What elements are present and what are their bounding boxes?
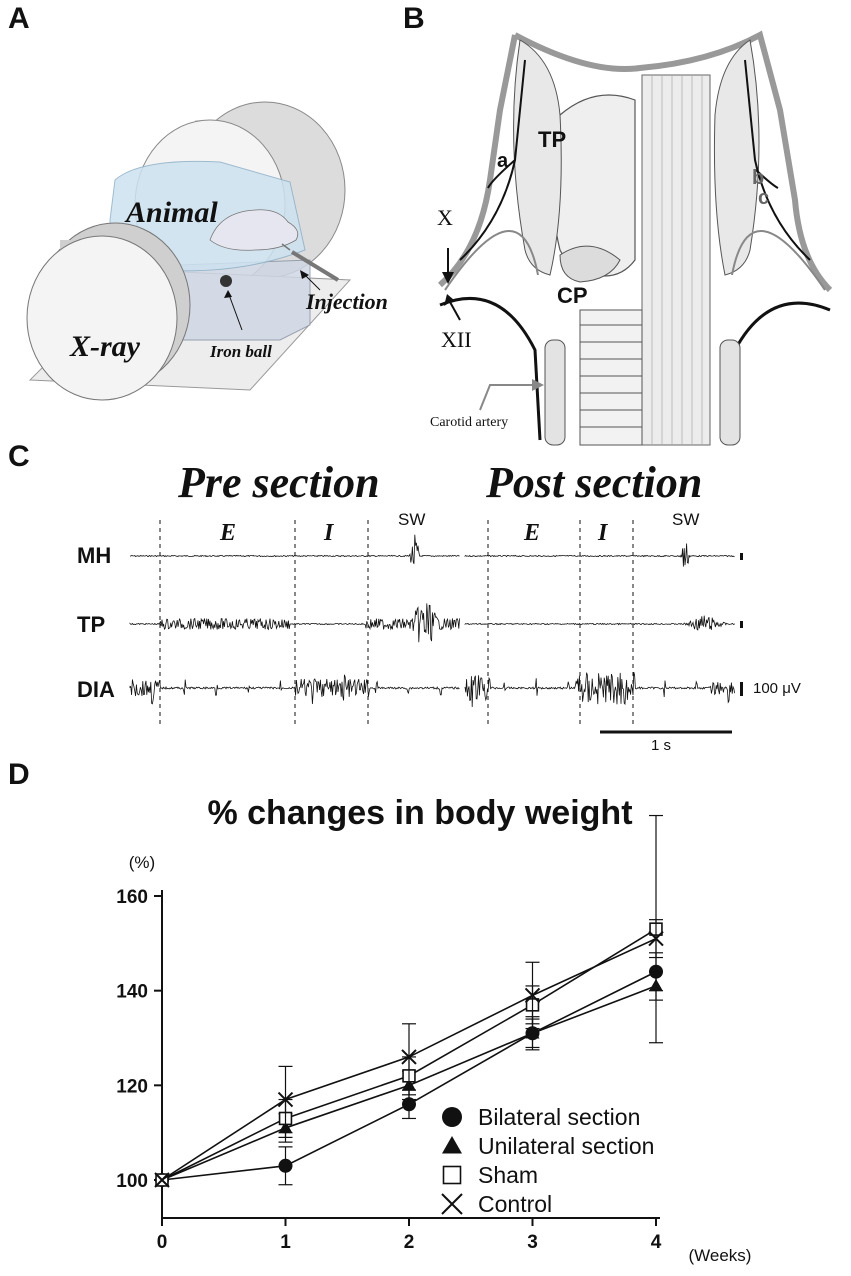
x-tick-label: 1 [280,1232,291,1253]
data-point-cross [648,930,664,947]
xray-setup-illustration [26,101,352,401]
x-axis-unit-label: (Weeks) [689,1246,752,1265]
tp-scale-bar [740,621,743,628]
channel-label-dia: DIA [77,677,115,702]
iron-ball-label: Iron ball [210,342,272,361]
legend-marker-square [442,1165,462,1185]
cp-label: CP [557,283,588,308]
y-tick-label: 160 [116,887,148,908]
channel-label-tp: TP [77,612,106,637]
emg-traces [129,520,743,734]
emg-trace-tp [129,603,735,643]
panel-a-letter: A [8,2,30,35]
post-phase-e-label: E [524,520,541,546]
mh-scale-bar [740,553,743,560]
pre-swallow-label: SW [398,510,426,529]
data-point-cross [524,987,541,1004]
post-swallow-label: SW [672,510,700,529]
post-section-title: Post section [486,458,703,507]
laryngeal-anatomy-diagram [438,30,833,446]
panel-d-letter: D [8,758,30,791]
nerve-x-label: X [437,205,453,230]
xray-label: X-ray [70,330,140,363]
nerve-xii-label: XII [441,327,472,352]
x-tick-label: 0 [157,1232,168,1253]
injection-label: Injection [306,289,388,314]
x-tick-label: 2 [404,1232,415,1253]
nerve-a-label: a [497,150,509,172]
legend-marker-triangle [442,1136,462,1154]
nerve-c-label: c [758,187,770,209]
legend-marker-circle [442,1107,462,1127]
y-tick-label: 100 [116,1171,148,1192]
legend-label: Sham [478,1162,538,1188]
data-point-cross [154,1172,170,1188]
nerve-b-label: b [752,167,765,189]
chart-title: % changes in body weight [207,794,632,832]
pre-phase-i-label: I [324,520,334,546]
emg-trace-dia [129,671,735,708]
panel-c-letter: C [8,440,30,473]
pre-section-title: Pre section [178,458,380,507]
animal-label: Animal [126,196,218,229]
emg-trace-mh [129,534,735,567]
data-point-circle [402,1097,416,1112]
x-tick-label: 4 [651,1232,662,1253]
panel-b-letter: B [403,2,425,35]
dia-scale-bar [740,682,743,696]
channel-label-mh: MH [77,543,112,568]
post-phase-i-label: I [598,520,608,546]
carotid-artery-label: Carotid artery [430,415,509,430]
legend-label: Bilateral section [478,1104,640,1130]
data-point-cross [401,1049,417,1065]
data-point-circle [278,1158,293,1173]
legend-marker-cross [441,1193,463,1215]
tp-label: TP [538,127,567,152]
amplitude-scale-label: 100 μV [753,680,801,697]
data-point-triangle [525,1026,540,1039]
y-tick-label: 140 [116,982,148,1003]
time-scale-label: 1 s [651,737,672,754]
y-axis-unit-label: (%) [129,853,155,872]
legend-label: Control [478,1191,552,1217]
x-tick-label: 3 [527,1232,538,1253]
data-point-cross [277,1091,294,1108]
pre-phase-e-label: E [220,520,237,546]
body-weight-chart: % changes in body weight (%) (Weeks) 100… [116,794,752,1265]
y-tick-label: 120 [116,1076,148,1097]
legend-label: Unilateral section [478,1133,654,1159]
